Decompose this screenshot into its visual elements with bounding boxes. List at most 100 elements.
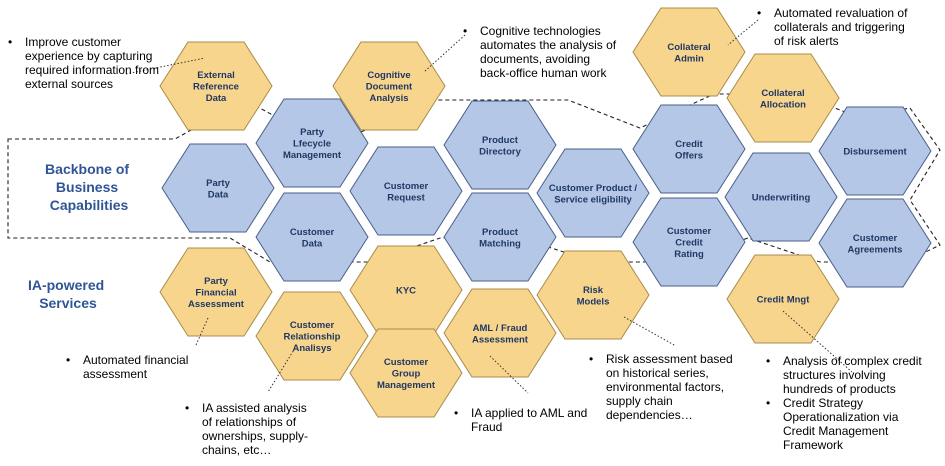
note-line: of risk alerts xyxy=(774,34,839,48)
hex-label-line: Data xyxy=(302,238,323,249)
hex-label: Underwriting xyxy=(752,193,811,204)
backbone-title: Backbone of Business Capabilities xyxy=(45,161,133,213)
hex-label-line: Cognitive xyxy=(367,70,410,81)
note-line: Analysis of complex credit xyxy=(783,354,922,368)
hex-underwriting: Underwriting xyxy=(724,152,838,242)
note-line: Framework xyxy=(783,438,844,452)
note-line: dependencies… xyxy=(606,408,693,422)
hex-label-line: Credit xyxy=(675,238,703,249)
hex-label-line: Product xyxy=(482,227,519,238)
ia-services-title: IA-powered Services xyxy=(28,277,108,311)
hex-shape xyxy=(255,192,369,282)
note-line: Fraud xyxy=(471,420,502,434)
backbone-title-line: Business xyxy=(56,179,118,195)
hex-shape xyxy=(255,98,369,188)
note-line: chains, etc… xyxy=(202,443,271,457)
hex-label-line: Party xyxy=(204,276,228,287)
hex-label-line: AML / Fraud xyxy=(473,323,528,334)
hex-shape xyxy=(632,197,746,287)
hex-shape xyxy=(349,146,463,236)
note-line: documents, avoiding xyxy=(480,52,590,66)
ia-title-line: IA-powered xyxy=(28,277,104,293)
hex-shape xyxy=(818,106,932,196)
ia-title-line: Services xyxy=(39,295,97,311)
bullet-icon: • xyxy=(185,401,189,415)
hex-label-line: Allocation xyxy=(760,99,806,110)
hex-customer-product-eligibility: Customer Product /Service eligibility xyxy=(536,148,650,238)
bullet-icon: • xyxy=(454,406,458,420)
note-connector xyxy=(782,310,853,373)
hex-label-line: Data xyxy=(206,93,227,104)
note-line: IA assisted analysis xyxy=(202,401,307,415)
hex-label-line: Service eligibility xyxy=(554,194,632,205)
hex-label-line: Relationship xyxy=(283,332,340,343)
hex-kyc: KYC xyxy=(349,245,463,335)
hex-label-line: Party xyxy=(300,127,324,138)
note-connector xyxy=(125,57,206,75)
backbone-outline-path xyxy=(7,93,941,263)
hex-shape xyxy=(818,198,932,288)
backbone-title-line: Capabilities xyxy=(50,197,129,213)
note-connector xyxy=(623,316,677,347)
note-line: IA applied to AML and xyxy=(471,406,587,420)
note-line: assessment xyxy=(83,367,148,381)
hex-label-line: Underwriting xyxy=(752,193,811,204)
hex-label-line: Admin xyxy=(674,53,704,64)
note-line: hundreds of products xyxy=(783,382,896,396)
hex-label-line: Directory xyxy=(479,146,521,157)
note-line: environmental factors, xyxy=(606,380,724,394)
hex-shape xyxy=(632,7,746,97)
hex-label-line: External xyxy=(197,70,235,81)
hex-label-line: Lfecycle xyxy=(293,139,331,150)
hex-label-line: Offers xyxy=(675,150,703,161)
hex-shape xyxy=(443,100,557,190)
hex-label: KYC xyxy=(396,286,416,297)
hex-shape xyxy=(726,53,840,143)
hex-label-line: Document xyxy=(366,82,413,93)
connector-layer xyxy=(125,19,853,394)
hex-label-line: Risk xyxy=(583,285,604,296)
hex-label-line: Matching xyxy=(479,238,521,249)
bullet-icon: • xyxy=(463,24,467,38)
hex-shape xyxy=(161,143,275,233)
note-line: experience by capturing xyxy=(25,49,152,63)
hex-label-line: Rating xyxy=(674,249,704,260)
hex-shape xyxy=(632,104,746,194)
hex-label-line: Management xyxy=(377,380,436,391)
